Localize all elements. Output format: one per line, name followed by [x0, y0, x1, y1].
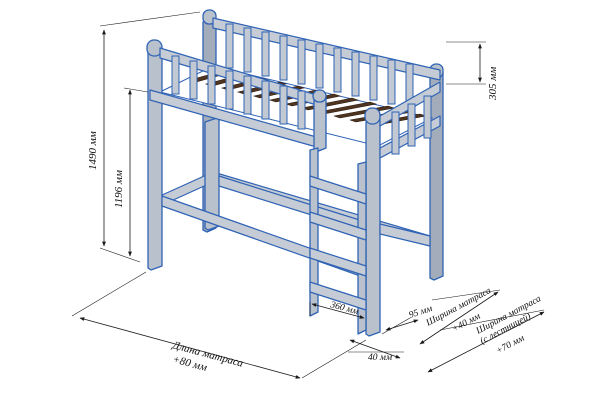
bottom-offset-label: 40 мм — [368, 353, 392, 363]
dimension-mattress-width-ladder: Ширина матраса (с лестницей) +70 мм — [427, 294, 545, 373]
dimension-deck-height: 1196 мм — [113, 87, 149, 257]
guard-height-label: 305 мм — [487, 67, 499, 101]
dimension-total-height: 1490 мм — [87, 11, 201, 263]
back-balusters — [225, 23, 414, 109]
end-guard-rail — [379, 81, 441, 159]
front-balusters — [171, 55, 306, 130]
dimension-bottom-offset: 40 мм — [348, 339, 404, 363]
deck-height-label: 1196 мм — [113, 170, 125, 208]
dimension-guard-height: 305 мм — [446, 41, 499, 101]
total-height-label: 1490 мм — [87, 131, 99, 170]
front-guard-rail — [149, 47, 327, 153]
ladder — [309, 147, 367, 335]
back-guard-rail — [212, 17, 441, 109]
